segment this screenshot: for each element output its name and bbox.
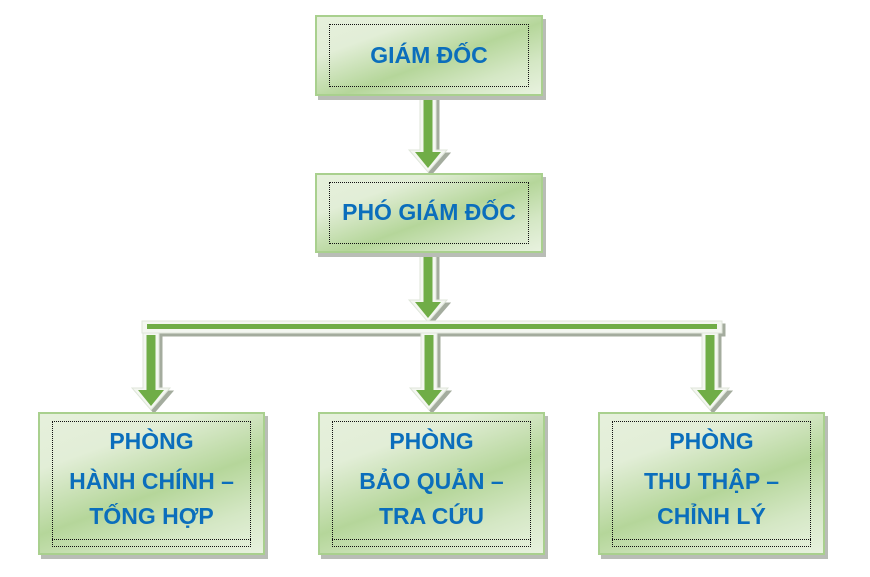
node-deputy-director: PHÓ GIÁM ĐỐC bbox=[315, 173, 543, 253]
node-deputy-director-label: PHÓ GIÁM ĐỐC bbox=[342, 195, 516, 231]
node-label-line: PHÒNG bbox=[389, 428, 474, 455]
node-dept-preservation-label: PHÒNG BẢO QUẢN – TRA CỨU bbox=[359, 424, 503, 535]
node-inner-line bbox=[52, 539, 251, 540]
node-dept-collection-label: PHÒNG THU THẬP – CHỈNH LÝ bbox=[644, 424, 779, 535]
node-label-line: TRA CỨU bbox=[378, 503, 485, 530]
node-label-line: TỐNG HỢP bbox=[89, 503, 214, 530]
node-label-line: CHỈNH LÝ bbox=[657, 503, 766, 530]
node-label-line: THU THẬP – bbox=[643, 467, 780, 494]
node-dept-admin-label: PHÒNG HÀNH CHÍNH – TỐNG HỢP bbox=[69, 424, 234, 535]
arrow-to-dept-admin bbox=[138, 335, 164, 406]
node-inner-line bbox=[332, 539, 531, 540]
node-dept-collection: PHÒNG THU THẬP – CHỈNH LÝ bbox=[598, 412, 825, 555]
node-label-line: BẢO QUẢN – bbox=[359, 467, 504, 494]
node-label-line: PHÒNG bbox=[669, 428, 754, 455]
node-dept-preservation: PHÒNG BẢO QUẢN – TRA CỨU bbox=[318, 412, 545, 555]
node-label-line: GIÁM ĐỐC bbox=[370, 41, 488, 68]
node-dept-admin: PHÒNG HÀNH CHÍNH – TỐNG HỢP bbox=[38, 412, 265, 555]
arrow-to-dept-preservation bbox=[416, 335, 442, 406]
arrow-deputy-to-branch bbox=[415, 256, 441, 318]
node-label-line: PHÓ GIÁM ĐỐC bbox=[342, 199, 516, 226]
node-director-label: GIÁM ĐỐC bbox=[370, 38, 488, 74]
arrow-director-to-deputy bbox=[415, 99, 441, 168]
arrow-to-dept-collection bbox=[697, 335, 723, 406]
node-label-line: HÀNH CHÍNH – bbox=[69, 467, 234, 494]
node-inner-line bbox=[612, 539, 811, 540]
node-director: GIÁM ĐỐC bbox=[315, 15, 543, 96]
branch-bar bbox=[147, 324, 717, 329]
node-label-line: PHÒNG bbox=[109, 428, 194, 455]
